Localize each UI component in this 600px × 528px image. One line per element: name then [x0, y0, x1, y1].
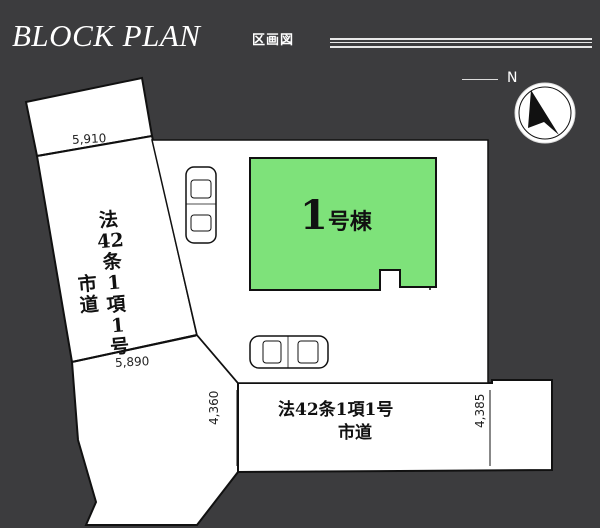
- car-icon-vertical: [185, 166, 217, 244]
- page-title: BLOCK PLAN: [12, 18, 201, 53]
- dim-line-top: [39, 135, 151, 157]
- compass-icon: [514, 82, 576, 144]
- building-number: 1: [300, 192, 328, 239]
- building-suffix: 号棟: [327, 209, 372, 235]
- page-subtitle: 区画図: [252, 33, 295, 48]
- north-line: [462, 79, 498, 80]
- dimension-top: 5,910: [71, 131, 107, 147]
- bottom-road: [237, 379, 553, 474]
- dimension-right-vertical: 4,385: [473, 393, 487, 428]
- building-annex-line: [400, 286, 431, 290]
- car-icon-horizontal: [249, 335, 329, 369]
- dimension-left-vertical: 4,360: [207, 390, 221, 425]
- building-footprint: [249, 157, 437, 291]
- north-label: N: [507, 70, 518, 86]
- bottom-road-label-line1: 法42条1項1号: [278, 400, 394, 420]
- dimension-bottom: 5,890: [114, 354, 150, 370]
- bottom-road-label-line2: 市道: [338, 423, 372, 443]
- dim-line-bottom: [73, 335, 197, 363]
- building-label: 1号棟: [300, 196, 372, 236]
- title-rule: [330, 38, 592, 48]
